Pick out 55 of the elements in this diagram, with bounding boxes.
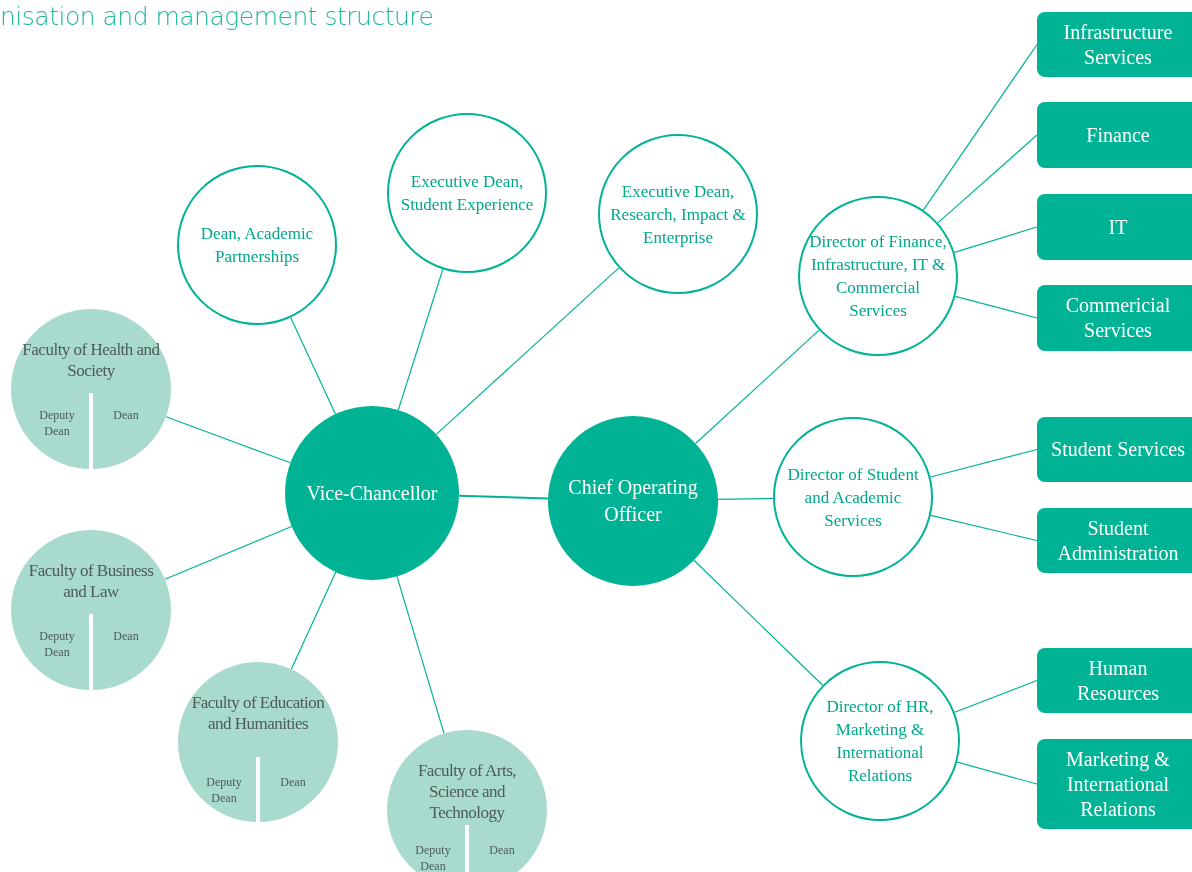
role-label: Executive Dean, Student Experience [399, 171, 535, 216]
connector-line [954, 295, 1038, 319]
connector-line [165, 416, 291, 464]
connector-line [435, 267, 620, 435]
executive-label: Chief Operating Officer [567, 475, 699, 527]
department-box [1037, 417, 1192, 482]
role-label: Executive Dean, Research, Impact & Enterprise [609, 180, 747, 249]
faculty-label: Faculty of Business and Law [27, 560, 155, 602]
department-box [1037, 194, 1192, 260]
department-box [1037, 12, 1192, 77]
connector-line [717, 497, 774, 501]
department-box [1037, 739, 1192, 829]
connector-line [954, 679, 1038, 713]
executive-label: Vice-Chancellor [305, 480, 439, 506]
department-label: Human Resources [1075, 655, 1161, 706]
connector-line [937, 134, 1038, 224]
connector-line [290, 571, 337, 670]
department-label: Student Administration [1056, 515, 1180, 566]
dean-label: Dean [112, 628, 140, 644]
title: nisation and management structure [0, 2, 434, 32]
connector-line [695, 329, 820, 445]
connector-line [397, 268, 444, 411]
department-label: Marketing & International Relations [1065, 746, 1171, 822]
connector-line [693, 559, 824, 686]
connector-line [930, 514, 1038, 542]
deputy-dean-label: Deputy Dean [38, 628, 76, 660]
connector-line [922, 43, 1038, 211]
faculty-label: Faculty of Arts, Science and Technology [416, 760, 518, 823]
connector-line [956, 761, 1038, 785]
connector-line [953, 226, 1038, 254]
role-label: Dean, Academic Partnerships [199, 223, 315, 268]
role-label: Director of Finance, Infrastructure, IT & Commercial Services [808, 231, 948, 322]
deputy-dean-label: Deputy Dean [414, 842, 452, 872]
dean-label: Dean [112, 407, 140, 423]
dean-label: Dean [279, 774, 307, 790]
deputy-dean-label: Deputy Dean [205, 774, 243, 806]
department-box [1037, 648, 1192, 713]
department-label: Student Services [1050, 437, 1186, 462]
connector-line [396, 575, 445, 734]
connector-line [164, 525, 293, 580]
department-box [1037, 508, 1192, 573]
faculty-label: Faculty of Education and Humanities [190, 692, 326, 734]
role-label: Director of Student and Academic Services [786, 463, 920, 532]
faculty-label: Faculty of Health and Society [21, 339, 161, 381]
department-box [1037, 285, 1192, 351]
connector-line [290, 316, 336, 415]
deputy-dean-label: Deputy Dean [38, 407, 76, 439]
department-box [1037, 102, 1192, 168]
department-label: Infrastructure Services [1062, 19, 1174, 70]
role-label: Director of HR, Marketing & International Relations [825, 696, 935, 787]
department-label: IT [1107, 214, 1129, 240]
department-label: Finance [1085, 122, 1151, 148]
dean-label: Dean [488, 842, 516, 858]
connector-line [929, 448, 1038, 478]
department-label: Commericial Services [1064, 293, 1172, 343]
